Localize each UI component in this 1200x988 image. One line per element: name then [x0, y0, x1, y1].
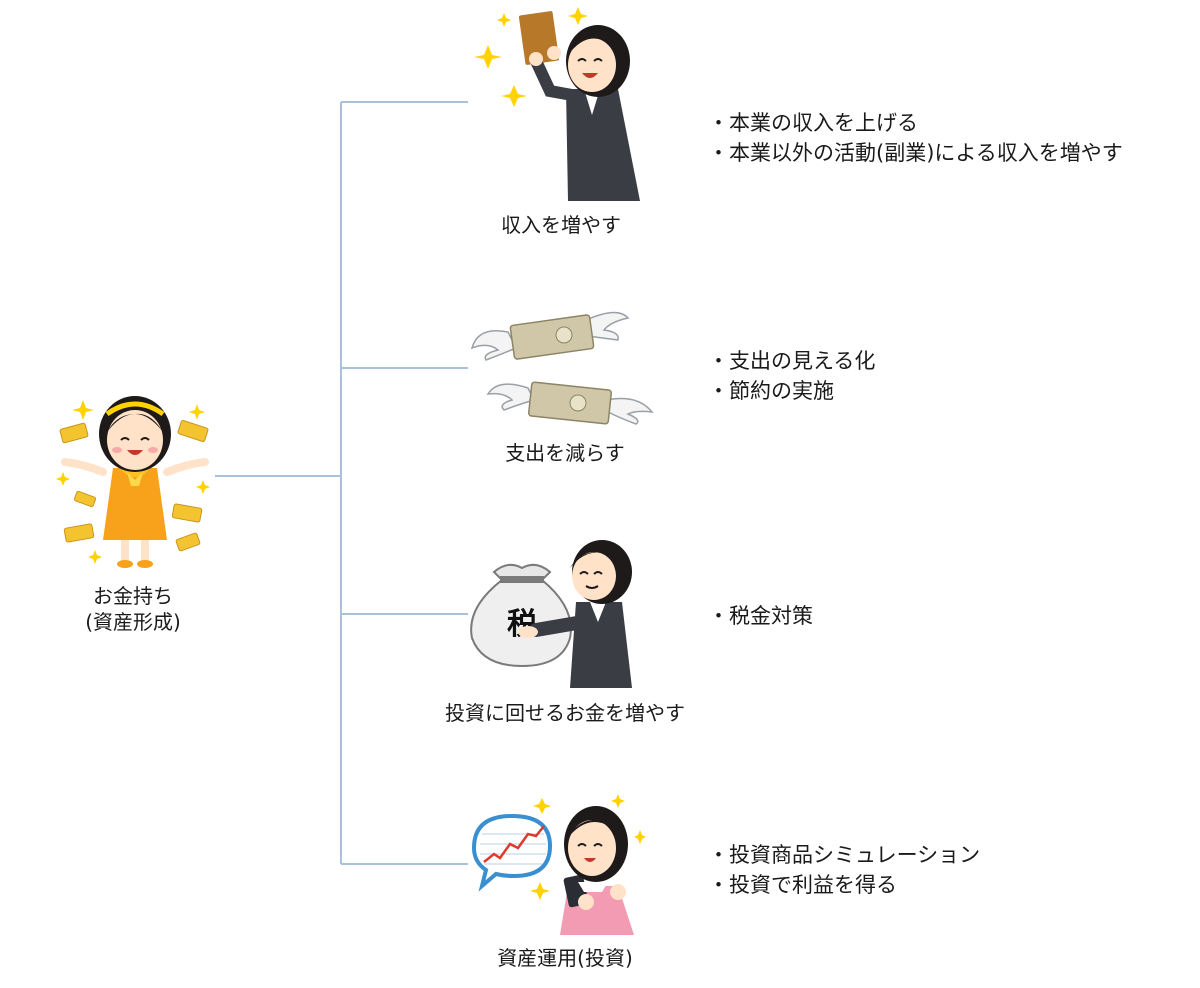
flying-money-illustration [470, 311, 654, 425]
raise-income-illustration [474, 7, 640, 201]
rich-girl-illustration [56, 396, 210, 568]
branch-2-label: 支出を減らす [505, 441, 625, 465]
root-label-line2: (資産形成) [85, 610, 181, 634]
branch-3-point-1: ・税金対策 [708, 604, 813, 628]
root-label: お金持ち (資産形成) [58, 583, 208, 635]
branch-2-points: ・支出の見える化 ・節約の実施 [708, 346, 875, 406]
branch-1-points: ・本業の収入を上げる ・本業以外の活動(副業)による収入を増やす [708, 108, 1123, 168]
branch-3-label: 投資に回せるお金を増やす [445, 701, 685, 725]
branch-1-point-2: ・本業以外の活動(副業)による収入を増やす [708, 141, 1123, 165]
investing-woman-illustration [471, 794, 646, 935]
branch-2-point-1: ・支出の見える化 [708, 349, 876, 373]
branch-3-points: ・税金対策 [708, 601, 813, 631]
branch-4-label: 資産運用(投資) [497, 946, 633, 970]
root-label-line1: お金持ち [93, 584, 173, 608]
tax-bag-illustration: 税 [470, 540, 632, 688]
branch-4-points: ・投資商品シミュレーション ・投資で利益を得る [708, 840, 980, 900]
branch-4-point-2: ・投資で利益を得る [708, 873, 897, 897]
branch-2-point-2: ・節約の実施 [708, 379, 834, 403]
branch-1-label: 収入を増やす [501, 213, 621, 237]
branch-4-point-1: ・投資商品シミュレーション [708, 843, 981, 867]
branch-1-point-1: ・本業の収入を上げる [708, 111, 918, 135]
